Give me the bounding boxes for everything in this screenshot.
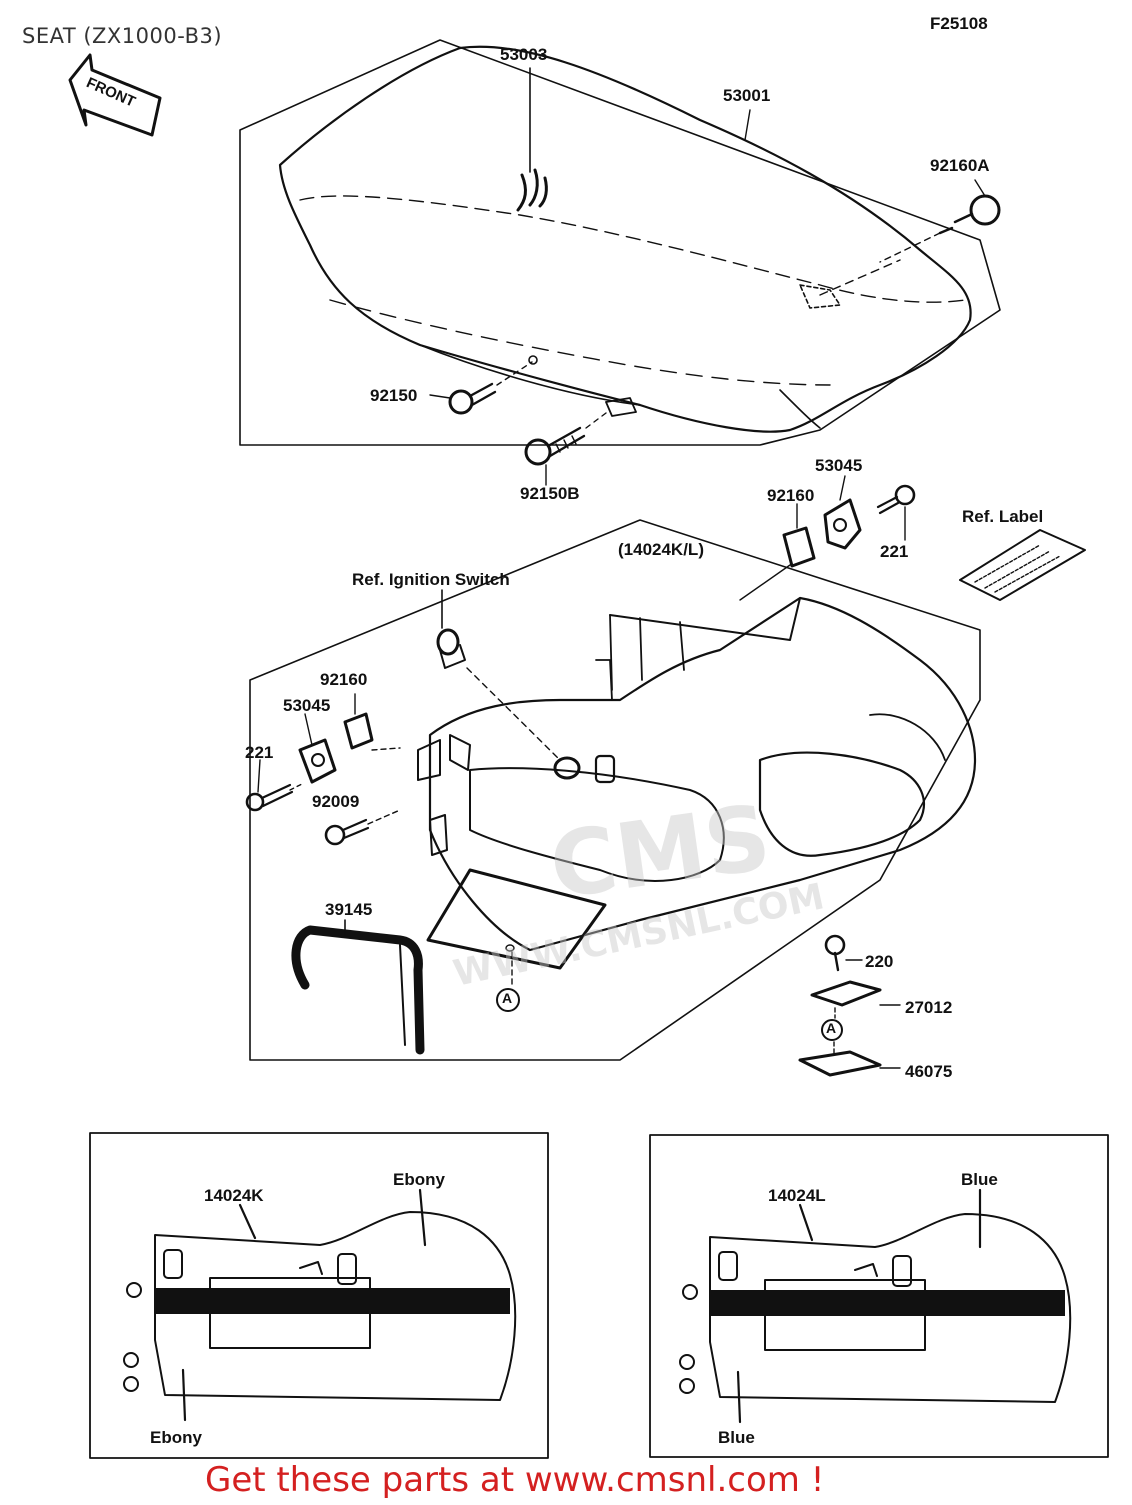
ref-marker-a-tray: A <box>502 990 513 1006</box>
label-53045-top: 53045 <box>815 456 863 475</box>
tail-cover-group-outline <box>249 519 981 1061</box>
front-arrow-drawing <box>68 53 162 137</box>
bottom-tray-drawing <box>426 868 607 1012</box>
label-53001: 53001 <box>723 86 771 105</box>
label-53003: 53003 <box>500 45 548 64</box>
label-ref-ignition-switch: Ref. Ignition Switch <box>352 570 510 589</box>
label-14024KL: (14024K/L) <box>618 540 704 559</box>
label-221-top: 221 <box>880 542 909 561</box>
variant-right-color-top: Blue <box>961 1170 998 1189</box>
variant-box-right-drawing <box>649 1134 1109 1458</box>
label-46075: 46075 <box>905 1062 953 1081</box>
part-92150-drawing <box>448 355 538 415</box>
left-hardware-drawing <box>245 712 401 846</box>
leader-lines <box>257 109 986 793</box>
ref-label-drawing <box>959 529 1086 601</box>
variant-left-color-bottom: Ebony <box>150 1428 202 1447</box>
variant-right-color-bottom: Blue <box>718 1428 755 1447</box>
label-220: 220 <box>865 952 894 971</box>
part-92160A-drawing <box>879 194 1001 263</box>
strap-39145-drawing <box>291 919 425 1055</box>
label-92150B: 92150B <box>520 484 580 503</box>
seat-group-outline <box>239 39 1001 446</box>
seat-53001-drawing <box>278 45 972 433</box>
label-92009: 92009 <box>312 792 360 811</box>
part-92150B-drawing <box>524 397 637 466</box>
footer-shop-link[interactable]: Get these parts at www.cmsnl.com ! <box>205 1460 825 1500</box>
label-92160A: 92160A <box>930 156 990 175</box>
right-small-parts-drawing <box>798 934 901 1077</box>
label-92160-left: 92160 <box>320 670 368 689</box>
label-92160-top: 92160 <box>767 486 815 505</box>
variant-left-color-top: Ebony <box>393 1170 445 1189</box>
ref-marker-a-parts: A <box>826 1020 837 1036</box>
label-39145: 39145 <box>325 900 373 919</box>
label-221-left: 221 <box>245 743 274 762</box>
ignition-switch-drawing <box>436 589 466 669</box>
page-title: SEAT (ZX1000-B3) <box>22 24 223 48</box>
variant-box-left-drawing <box>89 1132 549 1459</box>
tail-cover-14024-drawing <box>417 596 977 952</box>
label-92150: 92150 <box>370 386 418 405</box>
figure-code: F25108 <box>930 14 988 33</box>
variant-left-part: 14024K <box>204 1186 264 1205</box>
label-ref-label: Ref. Label <box>962 507 1044 526</box>
top-right-hardware-drawing <box>739 484 916 601</box>
variant-right-part: 14024L <box>768 1186 826 1205</box>
label-27012: 27012 <box>905 998 953 1017</box>
label-53045-left: 53045 <box>283 696 331 715</box>
